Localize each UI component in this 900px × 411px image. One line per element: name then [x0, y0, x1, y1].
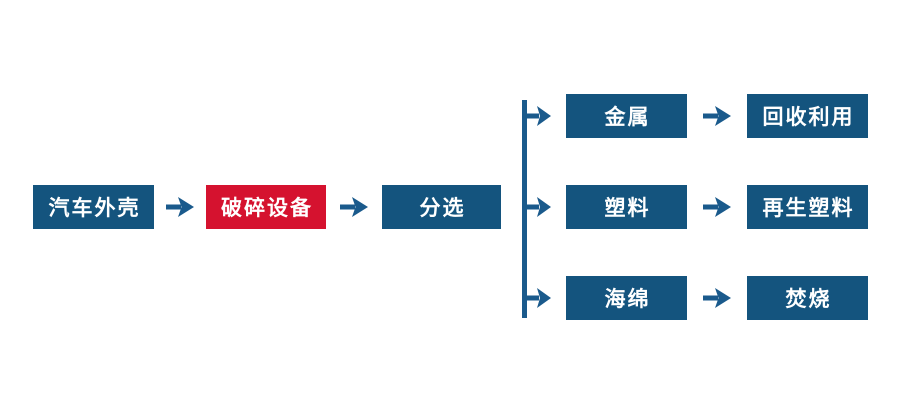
node-label: 分选	[419, 197, 466, 220]
node-plastic: 塑料	[566, 185, 687, 229]
node-label: 金属	[604, 106, 651, 129]
node-label: 塑料	[604, 197, 651, 220]
branch-arrow-icon	[526, 195, 552, 219]
node-label: 汽车外壳	[48, 197, 141, 220]
branch-connector-line	[522, 100, 527, 318]
node-recycled-plastic: 再生塑料	[747, 185, 868, 229]
node-crushing-equipment: 破碎设备	[206, 185, 326, 229]
node-label: 焚烧	[785, 288, 832, 311]
node-sorting: 分选	[382, 185, 501, 229]
branch-arrow-icon	[526, 104, 552, 128]
right-arrow-icon	[702, 104, 732, 128]
right-arrow-icon	[165, 195, 195, 219]
node-label: 再生塑料	[762, 197, 855, 220]
right-arrow-icon	[339, 195, 369, 219]
node-car-shell: 汽车外壳	[33, 185, 154, 229]
right-arrow-icon	[702, 195, 732, 219]
node-label: 海绵	[604, 288, 651, 311]
node-label: 破碎设备	[221, 197, 313, 220]
node-metal: 金属	[566, 94, 687, 138]
node-label: 回收利用	[762, 106, 855, 129]
node-sponge: 海绵	[566, 276, 687, 320]
node-incineration: 焚烧	[747, 276, 868, 320]
branch-arrow-icon	[526, 286, 552, 310]
right-arrow-icon	[702, 286, 732, 310]
node-recycling-reuse: 回收利用	[747, 94, 868, 138]
